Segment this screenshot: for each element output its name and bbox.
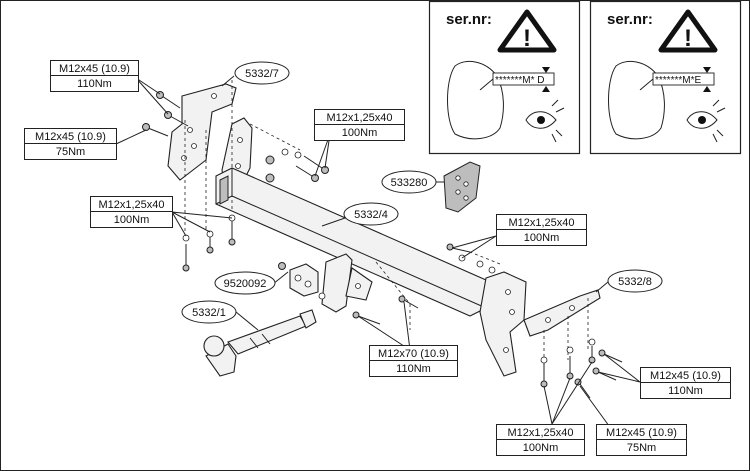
part-label-5332-1: 5332/1: [181, 300, 237, 324]
callout-bottom-right-bolt-b: M12x45 (10.9) 75Nm: [596, 424, 687, 456]
serial-code: *******M*E: [655, 75, 701, 86]
svg-text:M12x1,25x40: M12x1,25x40: [98, 199, 164, 211]
svg-text:100Nm: 100Nm: [524, 232, 559, 244]
svg-text:M12x45 (10.9): M12x45 (10.9): [35, 131, 106, 143]
svg-text:5332/4: 5332/4: [354, 209, 388, 221]
svg-text:100Nm: 100Nm: [523, 442, 558, 454]
plate: [443, 161, 481, 213]
part-label-5332-4: 5332/4: [343, 202, 399, 226]
svg-text:M12x45 (10.9): M12x45 (10.9): [59, 63, 130, 75]
svg-text:M12x1,25x40: M12x1,25x40: [326, 112, 392, 124]
serial-code: *******M* D: [495, 75, 544, 86]
svg-text:M12x45 (10.9): M12x45 (10.9): [606, 427, 677, 439]
callout-mid-left-bolt: M12x1,25x40 100Nm: [90, 196, 173, 228]
svg-text:110Nm: 110Nm: [77, 78, 112, 90]
svg-text:5332/1: 5332/1: [192, 307, 226, 319]
socket-bracket: [289, 253, 373, 313]
part-label-5332-8: 5332/8: [607, 269, 663, 293]
bracket-right: [479, 271, 601, 377]
svg-text:!: !: [684, 25, 692, 52]
svg-text:!: !: [523, 25, 531, 52]
callout-bottom-mid-bolt: M12x1,25x40 100Nm: [496, 424, 585, 456]
callout-top-left-bolt: M12x45 (10.9) 110Nm: [50, 60, 139, 92]
callout-top-mid-bolt: M12x1,25x40 100Nm: [314, 109, 405, 141]
part-label-5332-7: 5332/7: [234, 61, 290, 85]
svg-text:75Nm: 75Nm: [627, 442, 656, 454]
warning-triangle-icon: !: [497, 9, 557, 53]
part-label-9520092: 9520092: [214, 271, 276, 295]
warning-panel-e: ser.nr: ! *******M*E: [589, 0, 742, 155]
leader-lines: [115, 75, 641, 431]
svg-text:110Nm: 110Nm: [396, 363, 431, 375]
svg-text:M12x70 (10.9): M12x70 (10.9): [378, 348, 449, 360]
eye-icon: [686, 99, 726, 143]
svg-text:9520092: 9520092: [224, 278, 267, 290]
svg-text:5332/8: 5332/8: [618, 276, 652, 288]
svg-text:M12x1,25x40: M12x1,25x40: [507, 427, 573, 439]
svg-text:110Nm: 110Nm: [668, 385, 703, 397]
ser-label: ser.nr:: [446, 11, 492, 28]
warning-triangle-icon: !: [658, 9, 718, 53]
callout-center-bolt: M12x70 (10.9) 110Nm: [369, 345, 458, 377]
ser-label: ser.nr:: [607, 11, 653, 28]
eye-icon: [525, 99, 565, 143]
callout-bottom-right-bolt-a: M12x45 (10.9) 110Nm: [640, 367, 731, 399]
svg-text:100Nm: 100Nm: [114, 214, 149, 226]
svg-text:100Nm: 100Nm: [342, 127, 377, 139]
warning-panel-d: ser.nr: ! *******M* D: [428, 0, 581, 155]
callout-left-bolt: M12x45 (10.9) 75Nm: [24, 128, 117, 160]
tow-ball: [203, 309, 317, 377]
svg-text:5332/7: 5332/7: [245, 68, 279, 80]
svg-text:75Nm: 75Nm: [56, 146, 85, 158]
svg-text:533280: 533280: [391, 177, 428, 189]
part-label-533280: 533280: [381, 170, 437, 194]
svg-text:M12x45 (10.9): M12x45 (10.9): [650, 370, 721, 382]
svg-text:M12x1,25x40: M12x1,25x40: [508, 217, 574, 229]
callout-right-bolt: M12x1,25x40 100Nm: [496, 214, 587, 246]
